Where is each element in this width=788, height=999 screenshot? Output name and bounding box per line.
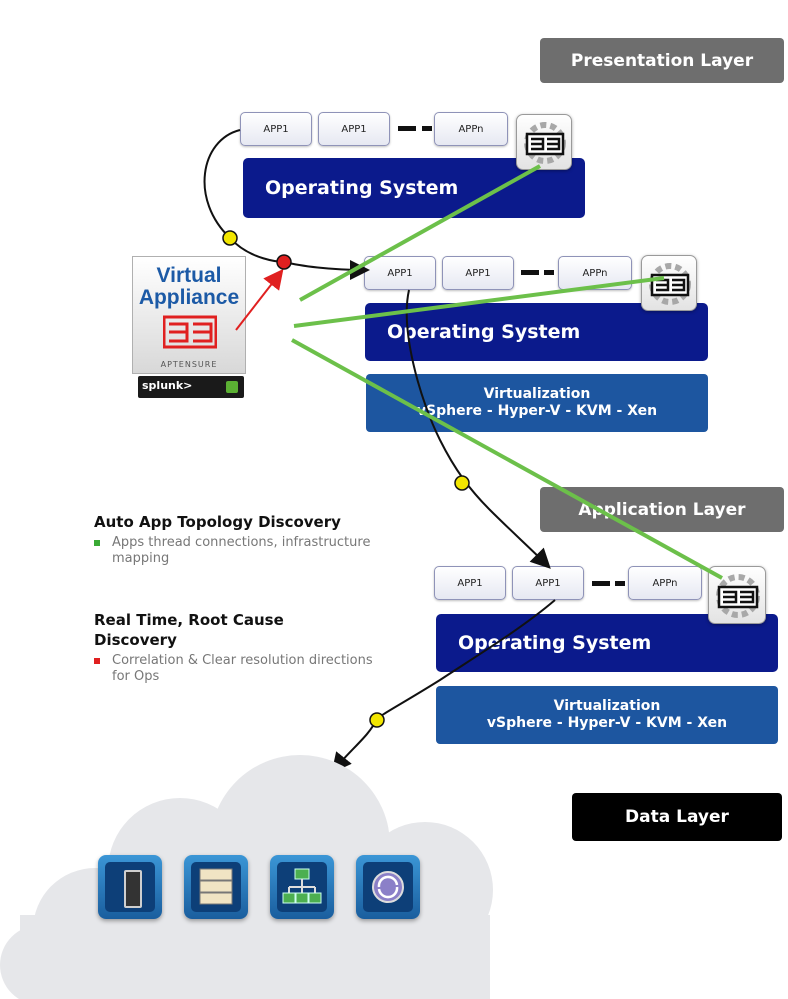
agent-icon xyxy=(516,114,572,170)
dash-separator xyxy=(544,270,554,275)
feature-root-cause: Real Time, Root Cause Discovery Correlat… xyxy=(94,610,434,685)
virtualization-box: Virtualization vSphere - Hyper-V - KVM -… xyxy=(366,374,708,432)
virtual-appliance-box: Virtual Appliance APTENSURE xyxy=(132,256,246,374)
dash-separator xyxy=(615,581,625,586)
alert-arrow xyxy=(235,268,284,331)
aptensure-logo-icon xyxy=(163,315,217,349)
network-icon xyxy=(270,855,334,919)
virtualization-title: Virtualization xyxy=(483,386,591,402)
application-layer-label: Application Layer xyxy=(540,487,784,532)
sync-icon xyxy=(356,855,420,919)
connection-path xyxy=(405,289,551,569)
connection-node xyxy=(454,475,470,491)
connection-path xyxy=(203,129,286,263)
agent-link xyxy=(291,338,723,580)
green-bullet-icon xyxy=(94,540,100,546)
app-chip: APPn xyxy=(628,566,702,600)
operating-system-box: Operating System xyxy=(365,303,708,361)
feature-title: Real Time, Root Cause Discovery xyxy=(94,611,284,649)
server-icon xyxy=(98,855,162,919)
database-icon xyxy=(184,855,248,919)
data-layer-label: Data Layer xyxy=(572,793,782,841)
feature-bullet: Correlation & Clear resolution direction… xyxy=(112,653,373,684)
feature-bullet: Apps thread connections, infrastructure … xyxy=(112,535,371,566)
app-chip: APPn xyxy=(434,112,508,146)
dash-separator xyxy=(521,270,539,275)
dash-separator xyxy=(398,126,416,131)
app-chip: APP1 xyxy=(434,566,506,600)
presentation-layer-label: Presentation Layer xyxy=(540,38,784,83)
connection-path xyxy=(375,599,556,721)
feature-title: Auto App Topology Discovery xyxy=(94,513,341,531)
app-chip: APP1 xyxy=(318,112,390,146)
feature-topology: Auto App Topology Discovery Apps thread … xyxy=(94,512,434,567)
appliance-title-line1: Virtual xyxy=(156,264,222,287)
connection-node xyxy=(222,230,238,246)
virtualization-platforms: vSphere - Hyper-V - KVM - Xen xyxy=(486,715,728,731)
red-bullet-icon xyxy=(94,658,100,664)
virtualization-title: Virtualization xyxy=(553,698,661,714)
agent-link xyxy=(299,164,541,302)
dash-separator xyxy=(592,581,610,586)
splunk-badge: splunk> xyxy=(138,376,244,398)
status-indicator xyxy=(226,381,238,393)
appliance-title-line2: Appliance xyxy=(138,286,240,309)
agent-icon xyxy=(641,255,697,311)
connection-node xyxy=(369,712,385,728)
virtualization-box: Virtualization vSphere - Hyper-V - KVM -… xyxy=(436,686,778,744)
alert-node xyxy=(276,254,292,270)
splunk-label: splunk> xyxy=(142,379,193,392)
agent-link xyxy=(293,276,665,328)
app-chip: APP1 xyxy=(512,566,584,600)
virtualization-platforms: vSphere - Hyper-V - KVM - Xen xyxy=(416,403,658,419)
app-chip: APP1 xyxy=(442,256,514,290)
appliance-brand: APTENSURE xyxy=(160,360,218,369)
app-chip: APP1 xyxy=(240,112,312,146)
dash-separator xyxy=(422,126,432,131)
